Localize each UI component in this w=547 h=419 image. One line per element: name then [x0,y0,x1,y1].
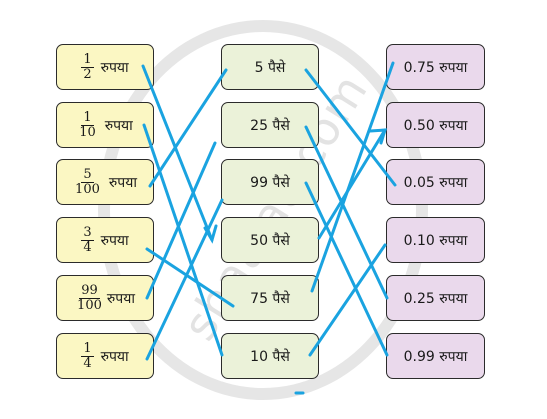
unit-label: रुपया [100,232,129,249]
denominator: 100 [77,297,102,313]
rupee-decimal-box: 0.75 रुपया [386,44,485,90]
paise-label: 75 पैसे [250,290,290,307]
rupee-decimal-label: 0.25 रुपया [403,290,468,307]
unit-label: रुपया [100,348,129,365]
paise-box: 75 पैसे [221,275,319,321]
numerator: 1 [81,340,94,357]
paise-box: 99 पैसे [221,159,319,205]
rupee-decimal-label: 0.50 रुपया [403,117,468,134]
paise-label: 5 पैसे [254,59,286,76]
numerator: 1 [81,51,94,68]
rupee-decimal-label: 0.75 रुपया [403,59,468,76]
paise-label: 99 पैसे [250,174,290,191]
rupee-decimal-box: 0.05 रुपया [386,159,485,205]
denominator: 4 [83,239,92,255]
rupee-decimal-label: 0.99 रुपया [403,348,468,365]
paise-label: 50 पैसे [250,232,290,249]
denominator: 100 [75,181,100,197]
denominator: 4 [83,355,92,371]
rupee-decimal-box: 0.50 रुपया [386,102,485,148]
paise-label: 25 पैसे [250,117,290,134]
numerator: 1 [81,109,94,126]
numerator: 5 [81,166,94,183]
unit-label: रुपया [100,59,129,76]
paise-box: 25 पैसे [221,102,319,148]
rupee-decimal-box: 0.99 रुपया [386,333,485,379]
paise-box: 5 पैसे [221,44,319,90]
denominator: 10 [79,124,96,140]
unit-label: रुपया [106,290,135,307]
denominator: 2 [83,66,92,82]
paise-label: 10 पैसे [250,348,290,365]
paise-box: 10 पैसे [221,333,319,379]
unit-label: रुपया [104,117,133,134]
numerator: 99 [79,282,100,299]
rupee-decimal-box: 0.10 रुपया [386,217,485,263]
unit-label: रुपया [108,174,137,191]
paise-box: 50 पैसे [221,217,319,263]
rupee-decimal-box: 0.25 रुपया [386,275,485,321]
numerator: 3 [81,224,94,241]
rupee-decimal-label: 0.05 रुपया [403,174,468,191]
rupee-decimal-label: 0.10 रुपया [403,232,468,249]
